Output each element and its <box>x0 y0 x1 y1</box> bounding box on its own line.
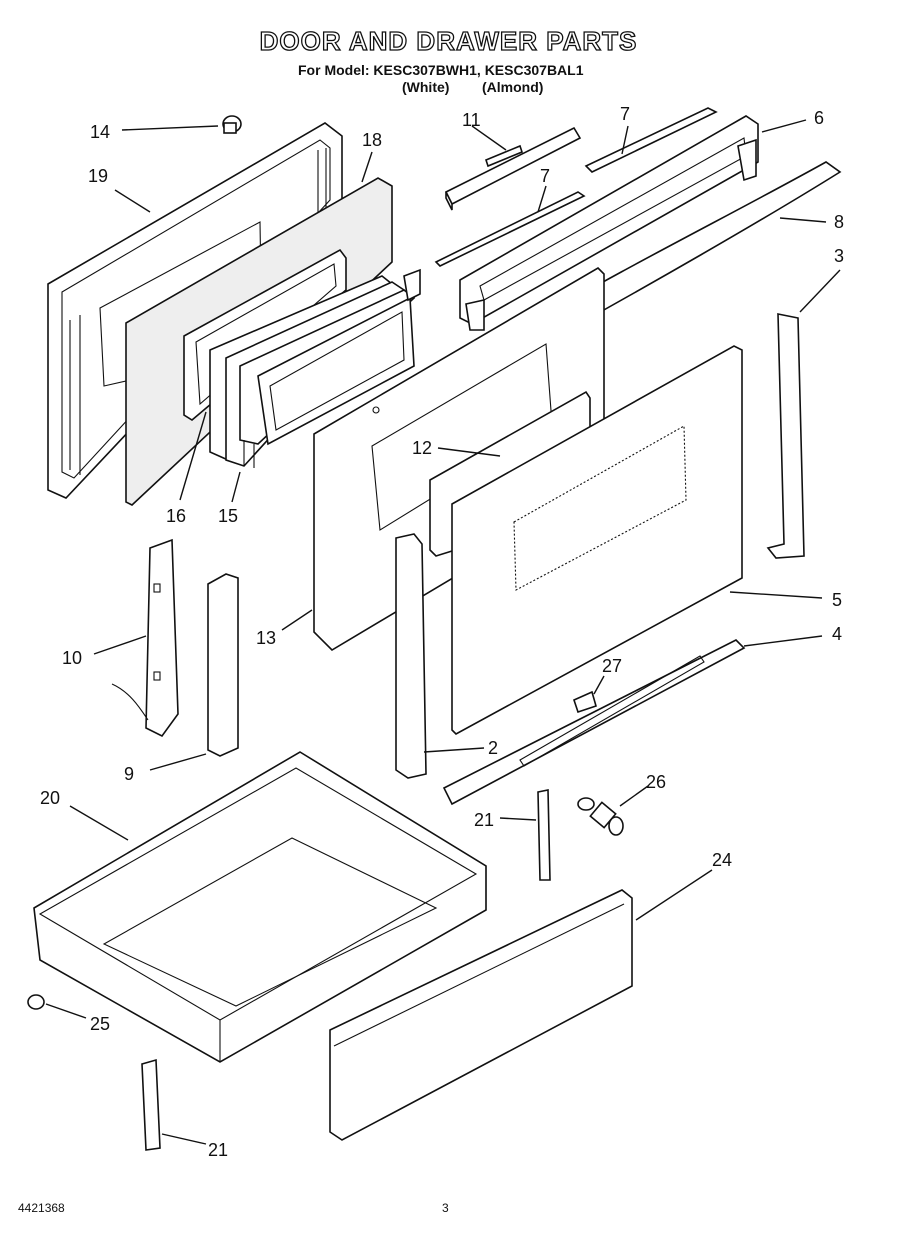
callout-9: 9 <box>124 764 134 784</box>
callout-11: 11 <box>462 110 481 130</box>
document-number: 4421368 <box>18 1201 65 1215</box>
callout-4: 4 <box>832 624 842 644</box>
part-9-spacer <box>207 573 239 757</box>
page-number: 3 <box>442 1201 449 1215</box>
part-3-side-trim-right <box>766 313 805 559</box>
callout-18: 18 <box>362 130 382 150</box>
model-line: For Model: KESC307BWH1, KESC307BAL1 <box>298 62 584 78</box>
callout-leaders <box>45 119 841 1145</box>
part-21-drawer-glide-lower <box>141 1058 161 1151</box>
part-27-clip <box>573 690 597 714</box>
callout-13: 13 <box>256 628 276 648</box>
color-almond-label: (Almond) <box>482 79 544 95</box>
callout-20: 20 <box>40 788 60 808</box>
part-21-drawer-glide-upper <box>537 789 551 881</box>
callout-26: 26 <box>646 772 666 792</box>
part-10-door-hinge <box>111 538 179 738</box>
callout-14: 14 <box>90 122 110 142</box>
part-11-bracket <box>444 126 582 211</box>
callout-5: 5 <box>832 590 842 610</box>
callout-16: 16 <box>166 506 186 526</box>
part-14-bumper <box>222 115 242 134</box>
callout-24: 24 <box>712 850 732 870</box>
callout-6: 6 <box>814 108 824 128</box>
callout-3: 3 <box>834 246 844 266</box>
part-20-storage-drawer <box>33 751 487 1063</box>
part-6-vent-frame <box>459 115 759 331</box>
callout-7-lower: 7 <box>540 166 550 186</box>
callout-10: 10 <box>62 648 82 668</box>
callout-8: 8 <box>834 212 844 232</box>
part-4-bottom-rail <box>442 639 746 806</box>
part-7-trim-strips <box>434 107 718 267</box>
part-2-side-trim-left <box>395 533 427 779</box>
callout-19: 19 <box>88 166 108 186</box>
callout-27: 27 <box>602 656 622 676</box>
callout-7-upper: 7 <box>620 104 630 124</box>
callout-25: 25 <box>90 1014 110 1034</box>
callout-21-lower: 21 <box>208 1140 228 1160</box>
part-25-screw <box>27 994 45 1010</box>
part-24-drawer-front <box>329 889 633 1141</box>
part-15-glass-pack <box>209 268 421 468</box>
part-5-outer-door-panel <box>451 345 743 735</box>
diagram-title: DOOR AND DRAWER PARTS <box>259 25 638 56</box>
callout-12: 12 <box>412 438 432 458</box>
callout-15: 15 <box>218 506 238 526</box>
part-26-drawer-roller <box>577 797 624 836</box>
callout-2: 2 <box>488 738 498 758</box>
color-white-label: (White) <box>402 79 450 95</box>
callout-21-upper: 21 <box>474 810 494 830</box>
